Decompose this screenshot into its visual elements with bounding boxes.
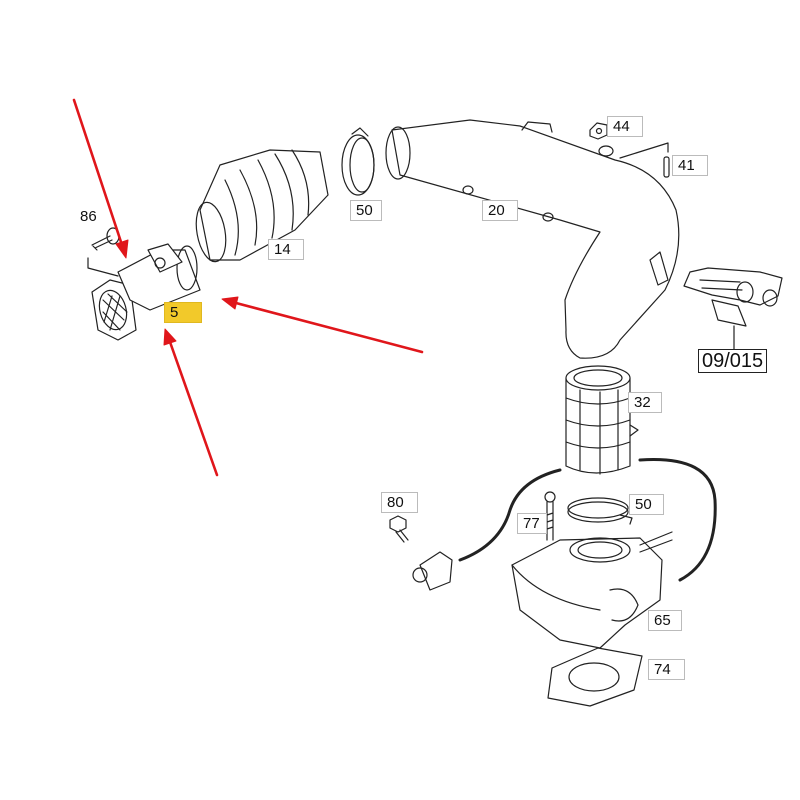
callout-arrows [72, 98, 424, 477]
bolt-77-part [544, 491, 556, 541]
part-label-5-highlighted: 5 [164, 302, 202, 323]
air-mass-meter-part [87, 243, 201, 341]
coupling-part [565, 365, 639, 475]
part-label-65: 65 [648, 610, 682, 631]
part-label-41: 41 [672, 155, 708, 176]
part-label-50-upper: 50 [350, 200, 382, 221]
part-label-20: 20 [482, 200, 518, 221]
valve-part [683, 267, 783, 351]
stud-part [619, 142, 670, 178]
arrow-1 [72, 98, 124, 247]
part-label-74: 74 [648, 659, 685, 680]
arrow-3 [168, 340, 219, 477]
part-label-77: 77 [517, 513, 547, 534]
gasket-part [547, 647, 643, 707]
arrow-3-head [163, 328, 177, 346]
arrow-2-head [221, 296, 239, 310]
part-label-80: 80 [381, 492, 418, 513]
hose-clamp-part [341, 127, 375, 196]
part-label-09-015: 09/015 [698, 349, 768, 373]
screw-part [91, 227, 120, 251]
sensor-cable-part [412, 458, 717, 591]
bellows-hose-part [195, 149, 329, 263]
part-label-50-lower: 50 [629, 494, 664, 515]
arrow-1-head [115, 239, 129, 259]
part-label-32: 32 [628, 392, 662, 413]
charge-air-pipe-part [385, 119, 680, 359]
part-label-44: 44 [607, 116, 643, 137]
lower-hose-clamp-part [567, 497, 633, 525]
arrow-2 [234, 301, 424, 354]
bolt-80-part [389, 515, 409, 543]
throttle-housing-part [511, 531, 673, 649]
part-label-86: 86 [80, 208, 97, 225]
part-label-14: 14 [268, 239, 304, 260]
nut-part [589, 122, 608, 140]
